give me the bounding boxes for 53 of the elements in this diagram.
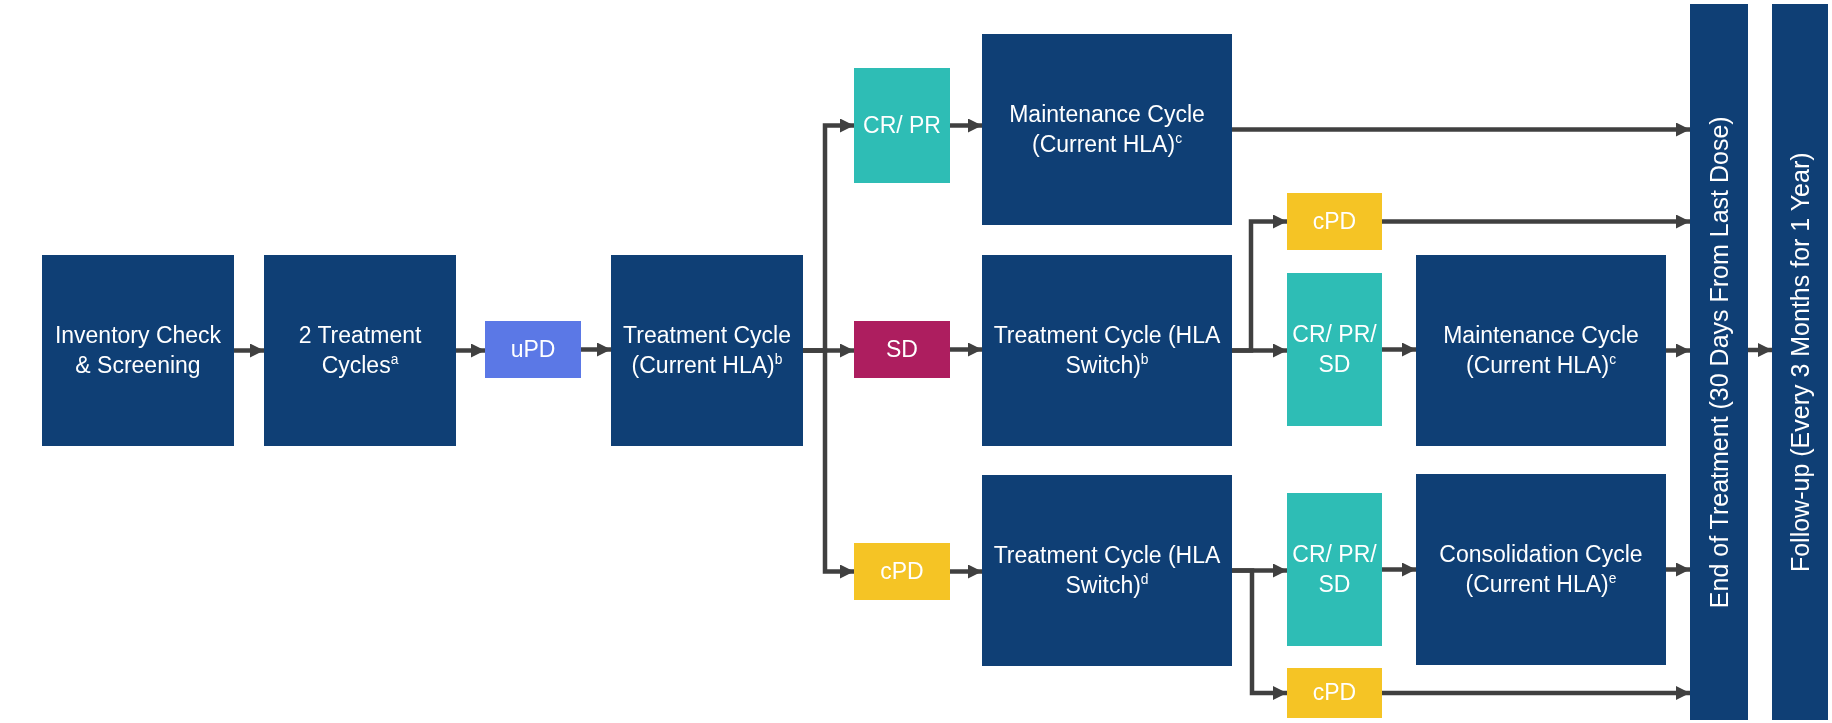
arrow (1232, 343, 1287, 358)
process-box (982, 475, 1232, 666)
node-label: uPD (510, 334, 556, 364)
node-label: Treatment Cycle (Current HLA)$^{b}$ (622, 320, 792, 380)
arrow (950, 342, 982, 357)
node-label: cPD (1312, 678, 1357, 708)
status-box (854, 321, 950, 378)
node-label: Maintenance Cycle (Current HLA)$^{c}$ (1442, 320, 1640, 380)
node-label: Treatment Cycle (HLA Switch)$^{d}$ (992, 540, 1222, 600)
status-box (1287, 193, 1382, 250)
status-box (1287, 493, 1382, 646)
node-label: cPD (1312, 206, 1357, 236)
status-box (485, 321, 581, 378)
node-label: End of Treatment (30 Days From Last Dose) (1703, 115, 1734, 611)
process-box (982, 255, 1232, 446)
process-box (42, 255, 234, 446)
process-box (1416, 255, 1666, 446)
status-box (854, 543, 950, 600)
arrow (581, 342, 611, 357)
node-label: SD (886, 334, 918, 364)
node-label: Follow-up (Every 3 Months for 1 Year) (1784, 151, 1815, 575)
arrow (1232, 122, 1690, 137)
node-label: Inventory Check & Screening (53, 320, 223, 380)
arrow (1232, 568, 1287, 700)
node-label: cPD (880, 556, 924, 586)
node-label: Consolidation Cycle (Current HLA)$^{e}$ (1438, 539, 1644, 599)
process-box (1416, 474, 1666, 665)
node-label: Treatment Cycle (HLA Switch)$^{b}$ (992, 320, 1222, 380)
arrow (1382, 214, 1690, 229)
node-label: CR/ PR (863, 110, 941, 140)
node-label: CR/ PR/ SD (1291, 319, 1378, 379)
node-label: 2 Treatment Cycles$^{a}$ (297, 320, 423, 380)
arrow (1748, 343, 1772, 357)
phase-bar (1772, 4, 1828, 720)
arrow (950, 564, 982, 579)
node-label: CR/ PR/ SD (1291, 539, 1378, 599)
arrow (1382, 342, 1416, 357)
arrow (456, 343, 485, 358)
status-box (854, 68, 950, 183)
arrow (1382, 686, 1690, 700)
arrow (1382, 562, 1416, 577)
arrow (950, 118, 982, 133)
status-box (1287, 273, 1382, 426)
process-box (611, 255, 803, 446)
status-box (1287, 668, 1382, 718)
arrow (803, 348, 854, 579)
arrow (234, 343, 264, 358)
process-box (982, 34, 1232, 225)
node-label: Maintenance Cycle (Current HLA)$^{c}$ (1008, 99, 1206, 159)
arrow (1666, 562, 1690, 577)
phase-bar (1690, 4, 1748, 720)
process-box (264, 255, 456, 446)
arrow (1666, 343, 1690, 358)
